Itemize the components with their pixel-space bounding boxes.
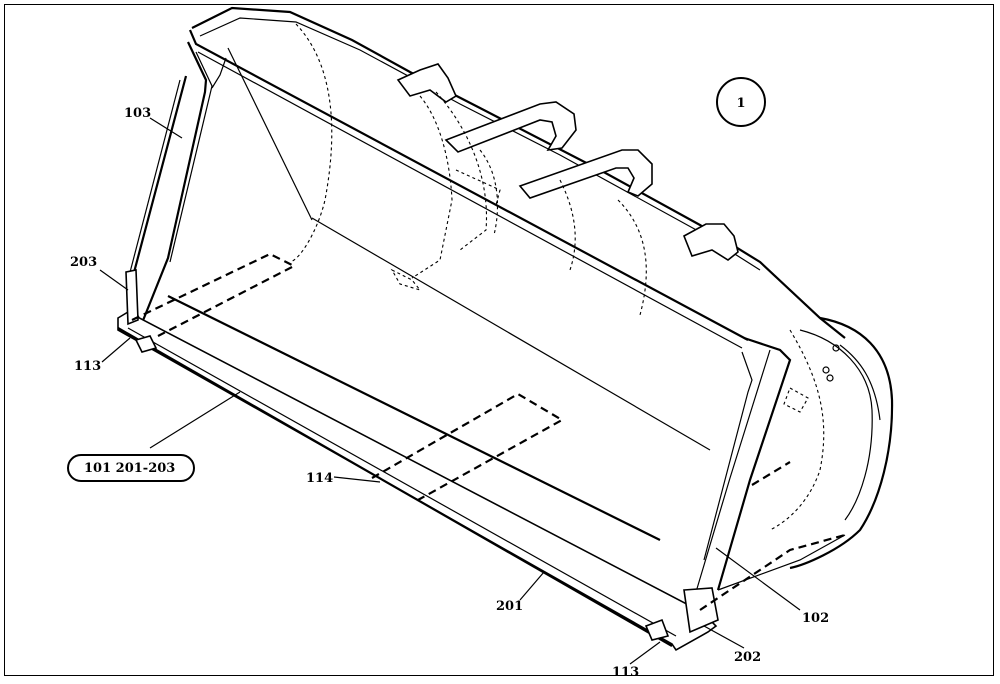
cutting-edge (117, 311, 718, 652)
label-113-bottom: 113 (612, 665, 639, 680)
bucket-body (127, 6, 894, 593)
wear-plates (131, 252, 846, 611)
label-103: 103 (124, 106, 151, 121)
hitch-brackets (390, 63, 840, 413)
callout-number: 1 (736, 96, 745, 111)
label-113-top: 113 (74, 359, 101, 374)
label-101-201-203: 101 201-203 (84, 461, 175, 476)
label-201: 201 (496, 599, 523, 614)
part-labels: 103 203 113 101 201-203 114 201 102 202 … (67, 106, 829, 680)
label-202: 202 (734, 650, 761, 665)
leader-lines (99, 117, 801, 665)
label-102: 102 (802, 611, 829, 626)
drawing-frame (4, 4, 994, 676)
label-101-box (67, 454, 195, 482)
callout-circle: 1 (716, 77, 766, 127)
label-114: 114 (306, 471, 333, 486)
label-203: 203 (70, 255, 97, 270)
